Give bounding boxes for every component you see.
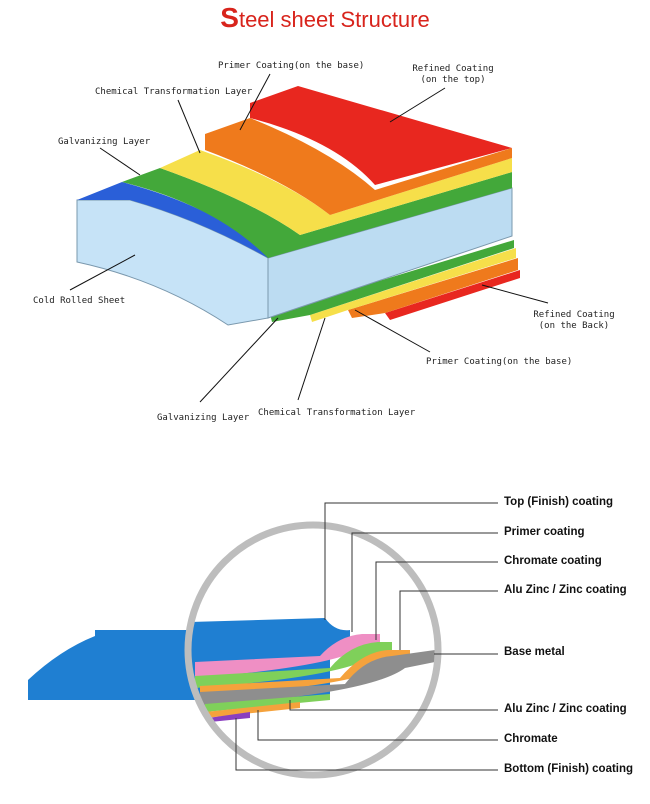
layer-pink [195,634,380,678]
label-chromate: Chromate [504,733,558,745]
label-chemical-bottom: Chemical Transformation Layer [258,408,416,418]
back-green-edge [270,240,514,322]
label-refined-back-line1: Refined Coating [533,310,615,320]
chemical-layer [160,150,512,235]
galvanizing-layer [122,168,512,258]
label-base-metal: Base metal [504,646,565,658]
label-bottom-finish: Bottom (Finish) coating [504,763,634,775]
label-primer-bottom: Primer Coating(on the base) [426,357,573,367]
magnifier-circle [184,521,442,779]
layer-orange [200,650,410,696]
back-orange-edge [348,258,518,318]
refined-top-layer [250,86,512,185]
steel-sheet-layers-diagram [69,73,549,403]
primer-layer [205,118,512,215]
label-galvanizing-top: Galvanizing Layer [58,137,151,147]
layer-green [195,642,392,688]
label-galvanizing-bottom: Galvanizing Layer [157,413,250,423]
label-refined-back-line2: (on the Back) [538,321,610,331]
label-alu-zinc-bottom: Alu Zinc / Zinc coating [504,703,627,715]
label-refined-back: Refined Coating (on the Back) [530,310,618,332]
title-rest: teel sheet Structure [238,7,430,32]
back-yellow-edge [310,248,516,322]
layer-bottom-purple [208,712,250,722]
label-cold-rolled: Cold Rolled Sheet [33,296,126,306]
layer-bottom-green [205,694,330,712]
page-title: Steel sheet Structure [0,2,650,34]
layer-bottom-orange [205,702,300,718]
label-chromate-coating: Chromate coating [504,555,602,567]
label-refined-top-line1: Refined Coating [412,64,494,74]
back-red-edge [385,270,520,320]
layer-base-metal [200,650,435,706]
label-primer-top: Primer Coating(on the base) [218,61,365,71]
label-chemical-top: Chemical Transformation Layer [95,87,253,97]
label-top-finish: Top (Finish) coating [504,496,614,508]
label-alu-zinc-top: Alu Zinc / Zinc coating [504,584,627,596]
label-primer-coating: Primer coating [504,526,585,538]
top-leader-lines [69,73,549,403]
magnified-layers [190,618,435,722]
title-first-letter: S [220,2,239,33]
layer-blue [190,618,350,665]
label-refined-top: Refined Coating (on the top) [408,64,498,86]
bottom-leader-lines [235,502,498,771]
label-refined-top-line2: (on the top) [420,75,486,85]
